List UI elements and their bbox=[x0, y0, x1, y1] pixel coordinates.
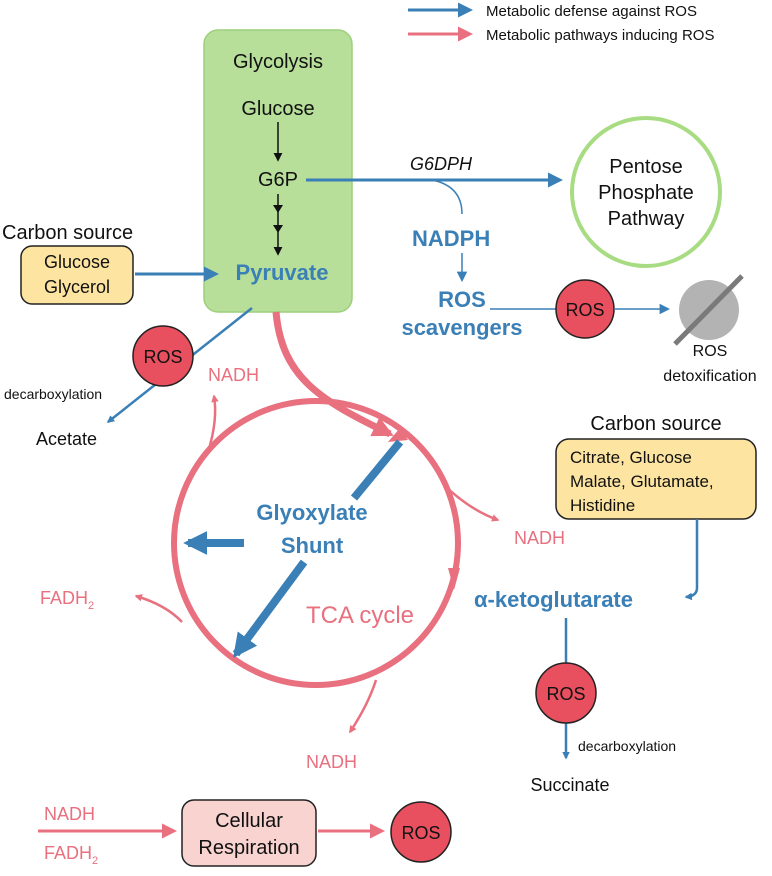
carbon-source-right-title: Carbon source bbox=[590, 413, 721, 435]
pyruvate-label: Pyruvate bbox=[236, 260, 329, 285]
ros-badge-pyruvate bbox=[132, 325, 194, 387]
tca-fadh-main: FADH bbox=[40, 588, 88, 608]
ros-detox-line2: detoxification bbox=[663, 368, 756, 385]
carbon-source-right-line2: Malate, Glutamate, bbox=[570, 472, 714, 491]
tca-cycle-label: TCA cycle bbox=[306, 602, 414, 629]
tca-ring-arrowhead-right bbox=[448, 568, 460, 590]
respiration-nadh-label: NADH bbox=[44, 804, 95, 824]
glycolysis-title: Glycolysis bbox=[233, 51, 323, 73]
carbon-source-right-box bbox=[555, 438, 757, 520]
pyruvate-to-tca-arrow bbox=[272, 311, 394, 438]
tca-ring bbox=[171, 398, 461, 688]
akg-decarboxylation-label: decarboxylation bbox=[578, 738, 676, 754]
respiration-fadh-label: FADH2 bbox=[44, 843, 98, 867]
carbon-to-akg-arrow bbox=[684, 519, 699, 601]
nadph-label: NADPH bbox=[412, 226, 490, 251]
carbon-source-left: Carbon source Glucose Glycerol bbox=[2, 222, 219, 305]
ros-scavengers-line2: scavengers bbox=[401, 315, 522, 340]
ppp-pentose: Pentose bbox=[609, 156, 682, 178]
ros-badge-pyruvate-label: ROS bbox=[143, 347, 182, 367]
ros-badge-scavenge-label: ROS bbox=[565, 300, 604, 320]
pyruvate-decarboxylation-label: decarboxylation bbox=[4, 386, 102, 402]
respiration-fadh-main: FADH bbox=[44, 843, 92, 863]
ros-badge-akg-label: ROS bbox=[546, 684, 585, 704]
tca-nadh-right-arrow bbox=[443, 484, 500, 522]
ppp-pathway: Pathway bbox=[608, 208, 685, 230]
tca-fadh-label: FADH2 bbox=[40, 588, 94, 612]
g6dph-label: G6DPH bbox=[410, 154, 473, 174]
pentose-phosphate-branch: G6DPH Pentose Phosphate Pathway NADPH RO… bbox=[306, 116, 757, 385]
g6p-arrow-chevron-1 bbox=[273, 205, 283, 213]
ros-detox-slash bbox=[673, 274, 744, 346]
tca-fadh-sub: 2 bbox=[88, 600, 94, 612]
ros-badge-respiration-label: ROS bbox=[401, 823, 440, 843]
acetate-label: Acetate bbox=[36, 429, 97, 449]
tca-nadh-top-arrow bbox=[206, 394, 219, 453]
cellular-respiration: NADH FADH2 Cellular Respiration ROS bbox=[38, 799, 452, 867]
ros-detox-line1: ROS bbox=[693, 343, 728, 360]
glyoxylate-arrow-lower bbox=[232, 559, 308, 658]
respiration-fadh-sub: 2 bbox=[92, 855, 98, 867]
carbon-source-left-box bbox=[20, 245, 134, 305]
carbon-source-right-line1: Citrate, Glucose bbox=[570, 448, 692, 467]
glyoxylate-line1: Glyoxylate bbox=[256, 500, 367, 525]
tca-nadh-bottom-label: NADH bbox=[306, 752, 357, 772]
respiration-line1: Cellular bbox=[215, 810, 283, 832]
succinate-label: Succinate bbox=[530, 775, 609, 795]
tca-nadh-bottom-arrow bbox=[348, 679, 378, 734]
glycolysis-panel: Glycolysis Glucose G6P Pyruvate bbox=[203, 29, 353, 313]
ros-badge-akg bbox=[535, 662, 597, 724]
tca-nadh-right-label: NADH bbox=[514, 528, 565, 548]
g6p-arrow-chevron-2 bbox=[273, 225, 283, 233]
tca-fadh-arrow bbox=[134, 594, 183, 623]
ros-badge-respiration bbox=[390, 801, 452, 863]
tca-nadh-top-label: NADH bbox=[208, 365, 259, 385]
carbon-source-left-title: Carbon source bbox=[2, 222, 133, 244]
legend-defense-label: Metabolic defense against ROS bbox=[486, 3, 697, 20]
ppp-circle bbox=[570, 116, 722, 268]
ros-scavengers-line1: ROS bbox=[438, 287, 486, 312]
tca-cycle: NADH NADH FADH2 NADH Glyoxylate Shunt TC… bbox=[40, 311, 565, 772]
akg-label: α-ketoglutarate bbox=[474, 587, 633, 612]
respiration-box bbox=[181, 799, 317, 867]
acetate-branch: ROS decarboxylation Acetate bbox=[4, 307, 253, 449]
legend: Metabolic defense against ROS Metabolic … bbox=[408, 2, 714, 44]
carbon-source-left-glucose: Glucose bbox=[44, 252, 110, 272]
glyoxylate-line2: Shunt bbox=[281, 533, 344, 558]
glyoxylate-arrow-upper bbox=[350, 439, 404, 501]
tca-ring-arrowhead-top bbox=[388, 428, 408, 442]
respiration-line2: Respiration bbox=[198, 837, 299, 859]
akg-branch: α-ketoglutarate ROS decarboxylation Succ… bbox=[474, 587, 676, 795]
carbon-source-right: Carbon source Citrate, Glucose Malate, G… bbox=[555, 413, 757, 601]
g6p-label: G6P bbox=[258, 169, 298, 191]
carbon-source-right-line3: Histidine bbox=[570, 496, 635, 515]
carbon-source-left-glycerol: Glycerol bbox=[44, 277, 110, 297]
legend-inducing-label: Metabolic pathways inducing ROS bbox=[486, 27, 714, 44]
glucose-label: Glucose bbox=[241, 98, 314, 120]
ppp-phosphate: Phosphate bbox=[598, 182, 694, 204]
ppp-to-nadph-curve bbox=[431, 179, 463, 215]
